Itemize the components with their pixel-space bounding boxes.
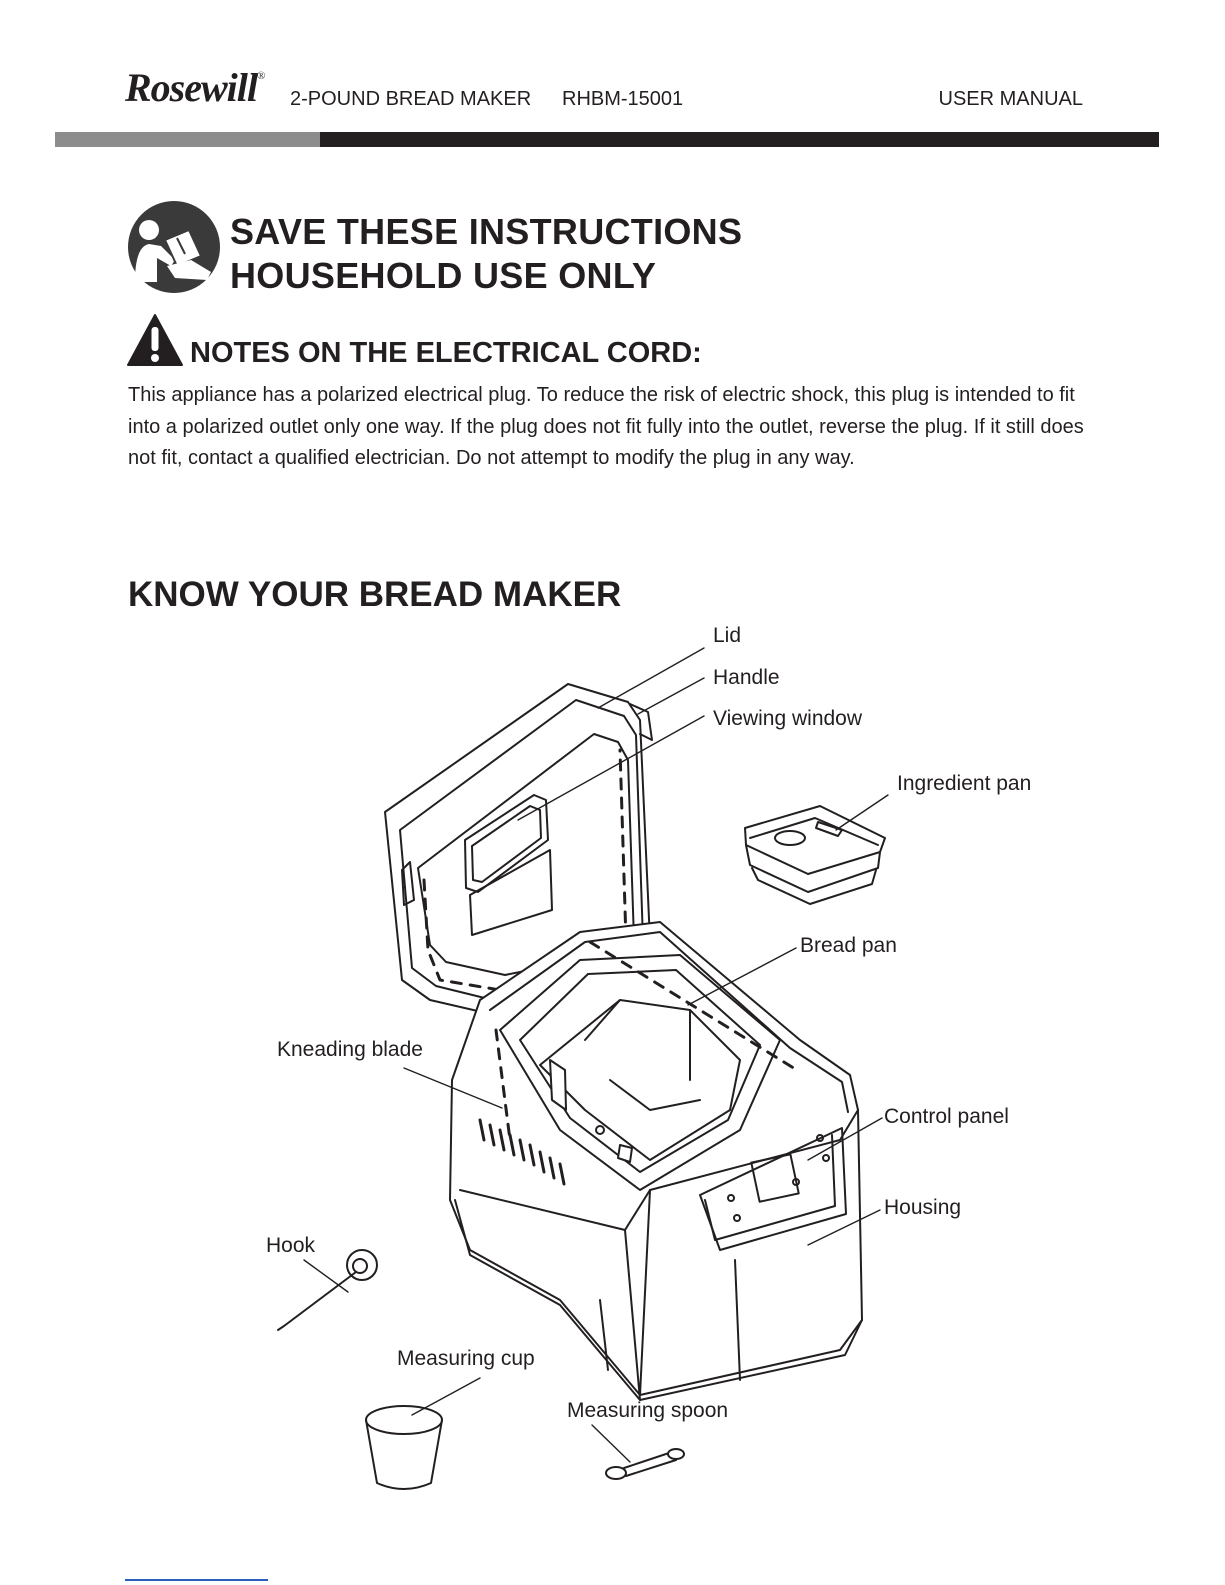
save-instructions-heading: SAVE THESE INSTRUCTIONS (230, 211, 743, 252)
label-handle: Handle (713, 666, 780, 689)
warning-triangle-icon (127, 314, 183, 366)
label-measuring-cup: Measuring cup (397, 1347, 535, 1370)
header-doc-type: USER MANUAL (938, 88, 1083, 110)
know-heading: KNOW YOUR BREAD MAKER (128, 575, 622, 614)
notes-heading: NOTES ON THE ELECTRICAL CORD: (190, 337, 702, 369)
hook-illustration (277, 1249, 378, 1331)
registered-mark: ® (257, 69, 265, 82)
measuring-cup-illustration (365, 1405, 443, 1490)
header-bar-gray (55, 132, 320, 147)
notes-body-text: This appliance has a polarized electrica… (128, 384, 1084, 469)
household-use-heading: HOUSEHOLD USE ONLY (230, 255, 657, 296)
label-measuring-spoon: Measuring spoon (567, 1399, 729, 1422)
brand-name: Rosewill (125, 65, 258, 110)
header-model: RHBM-15001 (562, 88, 684, 110)
label-lid: Lid (713, 624, 742, 647)
label-bread-pan: Bread pan (800, 934, 897, 957)
reading-person-icon (128, 201, 220, 293)
header-bar-black (320, 132, 1159, 147)
label-hook: Hook (266, 1234, 316, 1257)
ingredient-pan-illustration (744, 805, 886, 905)
bread-pan-illustration (494, 940, 802, 1191)
header-product: 2-POUND BREAD MAKER (290, 88, 532, 110)
brand-logo: Rosewill® (125, 64, 265, 111)
label-kneading-blade: Kneading blade (277, 1038, 423, 1061)
label-control-panel: Control panel (884, 1105, 1009, 1128)
label-ingredient-pan: Ingredient pan (897, 772, 1032, 795)
measuring-spoon-illustration (605, 1448, 685, 1480)
label-housing: Housing (884, 1196, 962, 1219)
footer-rule (125, 1579, 268, 1581)
label-viewing-window: Viewing window (713, 707, 863, 730)
